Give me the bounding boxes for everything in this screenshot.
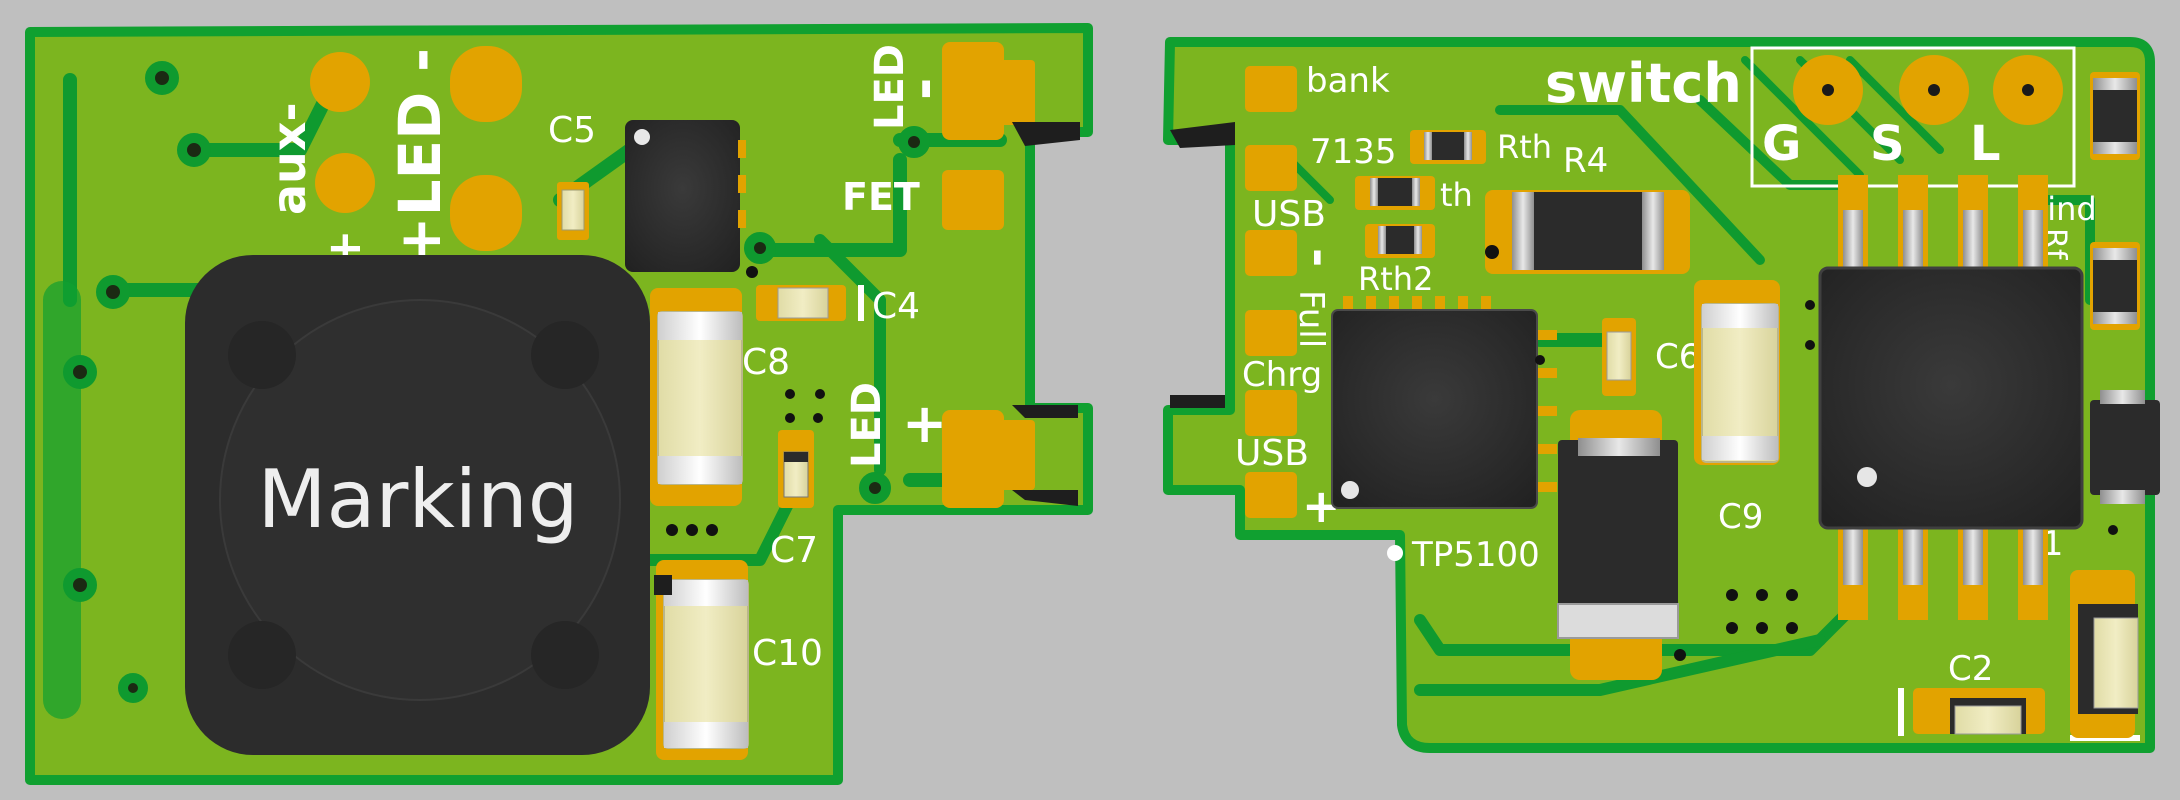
cap-c2 (1913, 688, 2045, 735)
label-switch: switch (1545, 52, 1742, 115)
cap-c10 (654, 560, 749, 760)
cap-c7 (778, 430, 814, 508)
right-board: bank switch G S L 7135 Rth R4 th USB - R… (1163, 37, 2160, 753)
label-c10: C10 (752, 633, 823, 674)
label-c6: C6 (1655, 337, 1700, 377)
label-l: L (1970, 116, 2001, 172)
label-aux-minus: aux- (262, 102, 316, 215)
label-led-top: LED (867, 44, 913, 130)
label-usb-plus: USB (1235, 433, 1309, 474)
label-usb-minus-sign: - (1293, 248, 1347, 267)
inductor-l1: Marking (185, 255, 650, 755)
cap-c8 (650, 288, 743, 506)
left-notch-shadows (1012, 122, 1080, 506)
label-c9: C9 (1718, 497, 1763, 537)
left-silk-labels: C5 FET C4 C8 C7 C10 + - (548, 78, 955, 674)
ic-tp5100 (1331, 296, 1557, 509)
label-led-minus-dash: - (386, 48, 454, 72)
small-resistor-left (557, 182, 589, 240)
label-s: S (1870, 116, 1905, 172)
right-edge-components (2070, 72, 2160, 738)
label-c7: C7 (770, 530, 818, 571)
left-dot-vias (666, 266, 825, 536)
label-minus-pad: - (892, 78, 955, 100)
label-c5: C5 (548, 110, 596, 151)
label-rth: Rth (1497, 128, 1552, 166)
right-dot-vias (1535, 300, 2118, 661)
left-rect-pads (942, 42, 1035, 508)
label-full: Full (1291, 290, 1331, 348)
label-th: th (1440, 176, 1473, 214)
cap-c9 (1694, 280, 1780, 465)
resistor-r4 (1485, 190, 1690, 274)
label-led-plus: +LED (386, 92, 454, 265)
diode-smb (1557, 410, 1679, 680)
inductor-marking: Marking (258, 453, 579, 546)
left-round-pads (310, 46, 522, 251)
ic-main-soic (1818, 175, 2084, 620)
label-usb-minus: USB (1252, 194, 1326, 235)
label-bank: bank (1306, 61, 1390, 101)
label-plus-pad: + (902, 392, 947, 455)
label-fet: FET (842, 175, 920, 219)
label-rth2: Rth2 (1358, 260, 1433, 298)
left-silk-rotated: aux- + +LED - LED LED (262, 44, 913, 468)
label-c4: C4 (872, 286, 920, 327)
label-c2: C2 (1948, 649, 1993, 689)
left-vias (63, 61, 930, 703)
label-led-bottom: LED (844, 382, 890, 468)
ic-c5-package (625, 120, 746, 272)
left-board: aux- + +LED - LED LED (25, 23, 1093, 785)
label-r4: R4 (1563, 141, 1608, 181)
right-left-pads (1245, 66, 1297, 518)
right-notch-shadows (1170, 122, 1235, 408)
switch-pads (1750, 46, 2076, 188)
small-resistors (1355, 130, 1486, 258)
label-tp5100: TP5100 (1411, 535, 1540, 575)
label-chrg: Chrg (1242, 355, 1322, 395)
cap-c4 (756, 285, 864, 321)
label-c8: C8 (742, 342, 790, 383)
cap-c6 (1602, 318, 1636, 396)
label-g: G (1762, 116, 1801, 172)
label-7135: 7135 (1310, 132, 1397, 172)
